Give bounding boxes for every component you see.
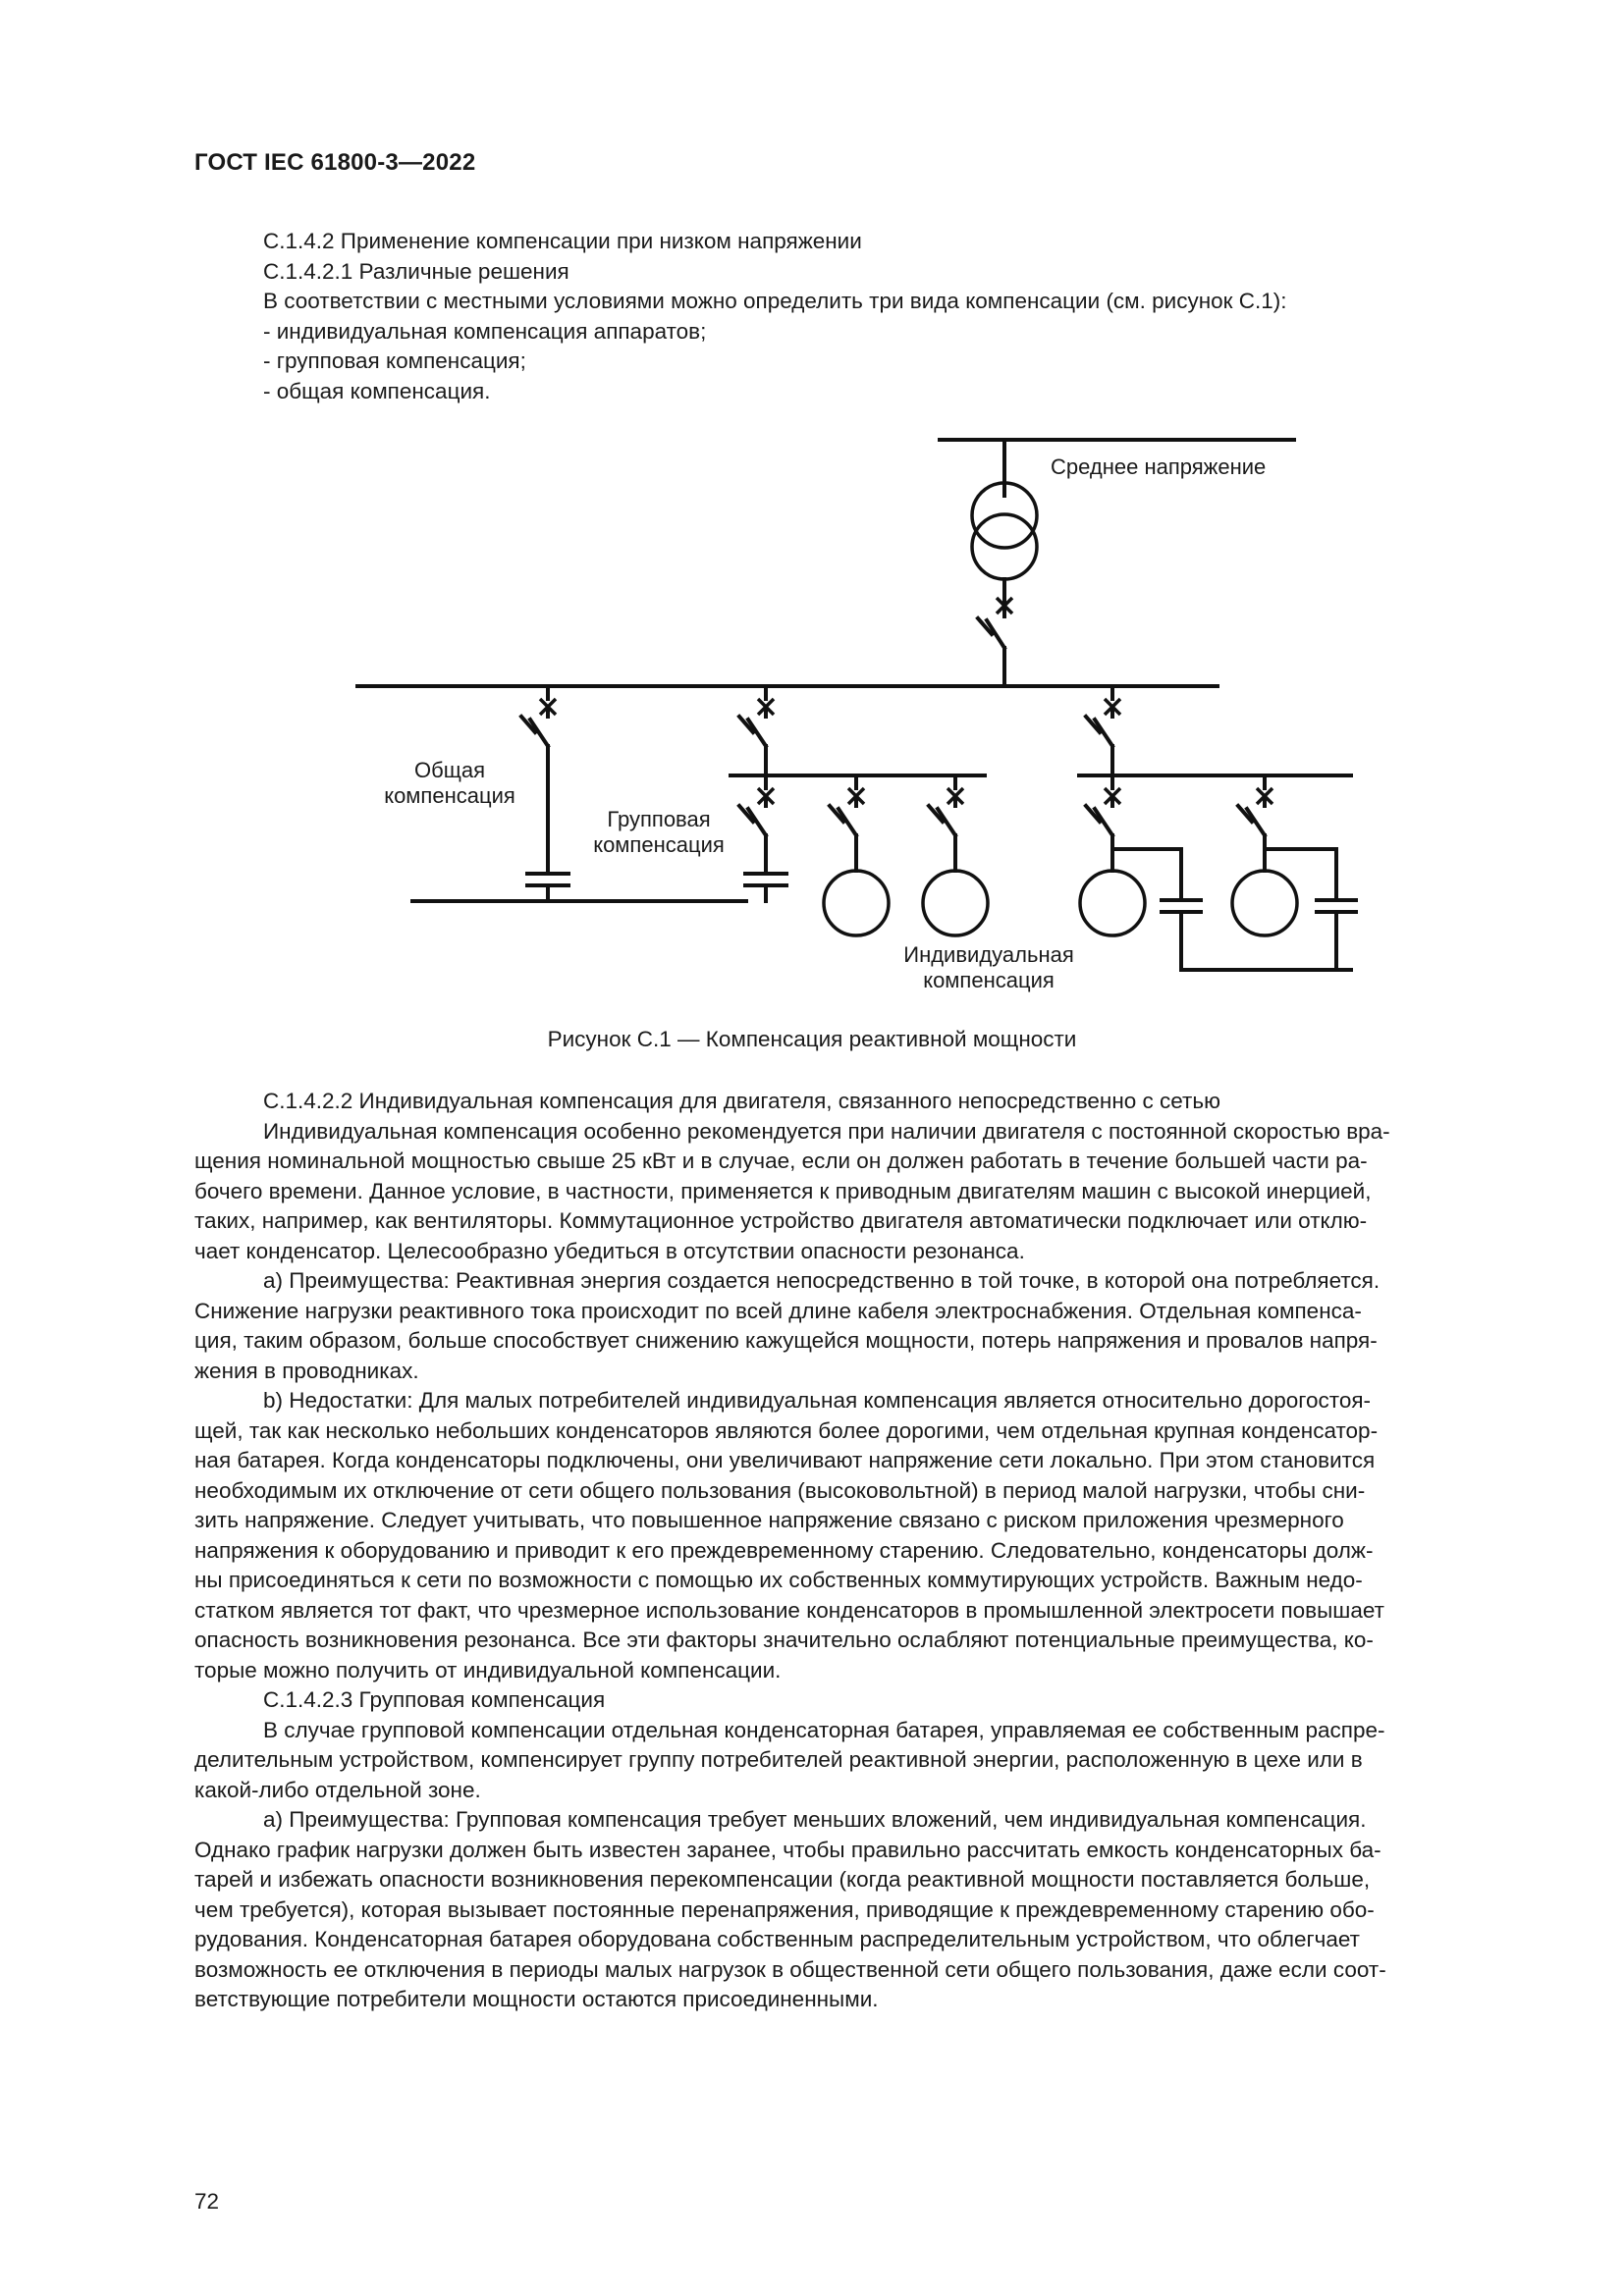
text-line: - индивидуальная компенсация аппаратов; — [263, 318, 707, 344]
individual-compensation-label-1: Индивидуальная — [903, 942, 1074, 967]
group-capacitor-branch — [736, 774, 788, 903]
individual-compensation-feeder — [1083, 684, 1122, 777]
text-line: какой-либо отдельной зоне. — [194, 1777, 481, 1802]
text-line: ны присоединяться к сети по возможности … — [194, 1568, 1363, 1592]
text-line: щения номинальной мощностью свыше 25 кВт… — [194, 1148, 1368, 1173]
individual-motor-1-with-capacitor — [1078, 774, 1203, 972]
general-compensation-label-2: компенсация — [384, 783, 515, 808]
text-line: Снижение нагрузки реактивного тока проис… — [194, 1298, 1362, 1323]
text-line: ветствующие потребители мощности остаютс… — [194, 1987, 879, 2011]
reactive-power-compensation-diagram: Среднее напряжение Общая компенсация Гру… — [355, 438, 1358, 992]
text-line: статком является тот факт, что чрезмерно… — [194, 1597, 1384, 1623]
text-line: торые можно получить от индивидуальной к… — [194, 1657, 782, 1682]
text-line: ция, таким образом, больше способствует … — [194, 1328, 1378, 1353]
text-line: Однако график нагрузки должен быть извес… — [194, 1837, 1381, 1862]
document-header: ГОСТ IEC 61800-3—2022 — [194, 149, 476, 176]
individual-motor-2-with-capacitor — [1230, 774, 1358, 972]
text-line: Индивидуальная компенсация особенно реко… — [263, 1118, 1390, 1144]
text-line: тарей и избежать опасности возникновения… — [194, 1867, 1371, 1892]
body-section: C.1.4.2.2 Индивидуальная компенсация для… — [194, 1087, 1432, 2015]
text-line: b) Недостатки: Для малых потребителей ин… — [263, 1388, 1372, 1413]
text-line: чем требуется), которая вызывает постоян… — [194, 1896, 1375, 1922]
group-motor-1 — [822, 774, 891, 937]
text-line: таких, например, как вентиляторы. Коммут… — [194, 1208, 1368, 1233]
text-line: a) Преимущества: Групповая компенсация т… — [263, 1807, 1367, 1832]
general-compensation-branch — [518, 684, 570, 903]
text-line: опасность возникновения резонанса. Все э… — [194, 1628, 1374, 1652]
text-line: жения в проводниках. — [194, 1358, 419, 1383]
text-line: бочего времени. Данное условие, в частно… — [194, 1178, 1372, 1203]
text-line: C.1.4.2.1 Различные решения — [263, 258, 569, 284]
text-line: зить напряжение. Следует учитывать, что … — [194, 1508, 1344, 1532]
main-breaker-symbol — [975, 596, 1014, 686]
text-line: возможность ее отключения в периоды малы… — [194, 1956, 1386, 1982]
text-line: чает конденсатор. Целесообразно убедитьс… — [194, 1238, 1025, 1263]
text-line: рудования. Конденсаторная батарея оборуд… — [194, 1927, 1360, 1951]
individual-compensation-label-2: компенсация — [923, 968, 1055, 992]
general-compensation-label-1: Общая — [414, 758, 485, 782]
intro-section: C.1.4.2 Применение компенсации при низко… — [194, 227, 1432, 406]
group-motor-2 — [921, 774, 990, 937]
text-line: В случае групповой компенсации отдельная… — [263, 1717, 1385, 1742]
text-line: - общая компенсация. — [263, 378, 491, 403]
text-line: - групповая компенсация; — [263, 348, 526, 373]
medium-voltage-label: Среднее напряжение — [1051, 454, 1266, 479]
transformer-primary-winding — [970, 481, 1039, 550]
text-line: C.1.4.2 Применение компенсации при низко… — [263, 229, 862, 253]
text-line: необходимым их отключение от сети общего… — [194, 1477, 1366, 1503]
group-compensation-label-2: компенсация — [593, 832, 725, 857]
text-line: щей, так как несколько небольших конденс… — [194, 1417, 1379, 1443]
text-line: ная батарея. Когда конденсаторы подключе… — [194, 1448, 1376, 1472]
text-line: C.1.4.2.2 Индивидуальная компенсация для… — [263, 1089, 1220, 1113]
figure-caption: Рисунок C.1 — Компенсация реактивной мощ… — [547, 1027, 1077, 1051]
text-line: a) Преимущества: Реактивная энергия созд… — [263, 1268, 1380, 1293]
text-line: В соответствии с местными условиями можн… — [263, 289, 1287, 313]
page-number: 72 — [194, 2189, 220, 2214]
group-compensation-label-1: Групповая — [607, 807, 710, 831]
text-line: C.1.4.2.3 Групповая компенсация — [263, 1687, 606, 1712]
text-line: напряжения к оборудованию и приводит к е… — [194, 1537, 1374, 1563]
text-line: делительным устройством, компенсирует гр… — [194, 1747, 1363, 1772]
group-compensation-feeder — [736, 684, 776, 777]
